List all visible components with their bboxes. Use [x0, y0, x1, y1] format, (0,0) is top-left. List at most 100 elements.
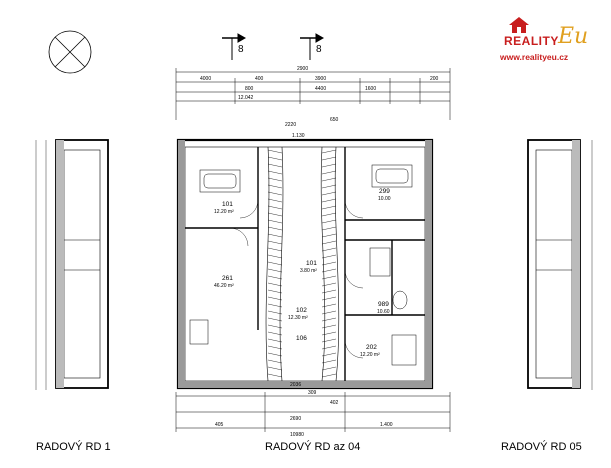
stair-tread [267, 212, 283, 217]
stair-tread [321, 338, 337, 343]
section-mark-right-label: 8 [316, 44, 322, 55]
logo-url[interactable]: www.realityeu.cz [500, 52, 569, 62]
stair-tread [267, 366, 283, 371]
stair-tread [321, 247, 337, 252]
stair-tread [321, 296, 337, 301]
main-house-wall-fill [178, 140, 432, 388]
stair-tread [267, 331, 283, 336]
stair-tread [321, 303, 337, 308]
dim-bottom-2: 402 [330, 400, 339, 406]
room-101-id: 101 [222, 201, 233, 208]
stair-tread [321, 310, 337, 315]
section-mark-right [300, 33, 325, 60]
section-mark-left [222, 33, 247, 60]
stair-tread [267, 317, 283, 322]
stair-tread [321, 275, 337, 280]
label-left-house: RADOVÝ RD 1 [36, 441, 111, 453]
section-mark-left-label: 8 [238, 44, 244, 55]
room-101-area: 12.20 m² [214, 209, 234, 215]
stair-tread [267, 359, 283, 364]
stair-tread [321, 219, 337, 224]
sanitary-fixtures [189, 164, 417, 366]
stair-tread [267, 324, 283, 329]
main-house-walls [176, 138, 434, 390]
house-icon [509, 17, 529, 33]
dim-top-3: 3900 [315, 76, 326, 82]
stair-tread [267, 240, 283, 245]
logo-script: Eu [558, 24, 589, 49]
logo-brand: REALITY [504, 34, 559, 48]
room-102-area: 12.30 m² [288, 315, 308, 321]
stair-tread [321, 226, 337, 231]
stair-tread [321, 170, 337, 175]
stair-tread [321, 324, 337, 329]
room-989-id: 989 [378, 301, 389, 308]
stair-tread [267, 373, 283, 378]
staircase-treads [267, 149, 337, 378]
stair-tread [267, 289, 283, 294]
dim-top-0: 2900 [297, 66, 308, 72]
dim-bottom-6: 10980 [290, 432, 304, 438]
interior-walls [185, 147, 425, 381]
room-261-area: 46.20 m² [214, 283, 234, 289]
dim-top-11: 1.130 [292, 133, 305, 139]
stair-tread [267, 247, 283, 252]
dim-top-8: 12.042 [238, 95, 254, 101]
stair-tread [267, 345, 283, 350]
left-house-wall-fill [56, 140, 64, 388]
room-989-area: 10.60 [377, 309, 390, 315]
top-dimension-lines [175, 68, 451, 120]
stair-tread [267, 254, 283, 259]
label-right-house: RADOVÝ RD 05 [501, 441, 582, 453]
stair-tread [321, 184, 337, 189]
dim-top-6: 4400 [315, 86, 326, 92]
stair-tread [321, 373, 337, 378]
room-102-id: 102 [296, 307, 307, 314]
right-house-outline [527, 139, 593, 390]
stair-tread [321, 240, 337, 245]
stair-tread [267, 268, 283, 273]
stair-tread [267, 310, 283, 315]
stair-tread [267, 149, 283, 154]
stair-tread [267, 177, 283, 182]
room-202-id: 202 [366, 344, 377, 351]
stair-tread [267, 226, 283, 231]
dim-top-7: 1600 [365, 86, 376, 92]
dim-top-2: 400 [255, 76, 264, 82]
dim-bottom-0: 2036 [290, 382, 301, 388]
stair-tread [267, 205, 283, 210]
stair-tread [321, 359, 337, 364]
stair-tread [321, 345, 337, 350]
stair-tread [321, 177, 337, 182]
room-202-area: 12.20 m² [360, 352, 380, 358]
stair-tread [267, 191, 283, 196]
label-center-house: RADOVÝ RD az 04 [265, 441, 361, 453]
room-hall-area: 3.80 m² [300, 268, 317, 274]
room-299-area: 10.00 [378, 196, 391, 202]
stair-tread [267, 198, 283, 203]
room-299-id: 299 [379, 188, 390, 195]
dim-top-4: 200 [430, 76, 439, 82]
stair-tread [321, 282, 337, 287]
stair-tread [267, 296, 283, 301]
dim-bottom-1: 309 [308, 390, 317, 396]
stair-tread [267, 163, 283, 168]
stair-tread [267, 219, 283, 224]
stair-tread [321, 254, 337, 259]
stair-tread [267, 184, 283, 189]
stair-tread [321, 212, 337, 217]
stair-tread [267, 303, 283, 308]
bottom-dimension-lines [175, 392, 451, 432]
stair-tread [267, 170, 283, 175]
room-hall-id: 101 [306, 260, 317, 267]
orientation-symbol [48, 30, 92, 74]
stair-tread [321, 205, 337, 210]
door-swings [229, 199, 364, 359]
stair-tread [321, 366, 337, 371]
dim-top-10: 2220 [285, 122, 296, 128]
reality-eu-logo[interactable]: REALITY Eu www.realityeu.cz [496, 14, 606, 66]
stair-tread [321, 233, 337, 238]
stair-tread [267, 156, 283, 161]
stair-tread [267, 261, 283, 266]
